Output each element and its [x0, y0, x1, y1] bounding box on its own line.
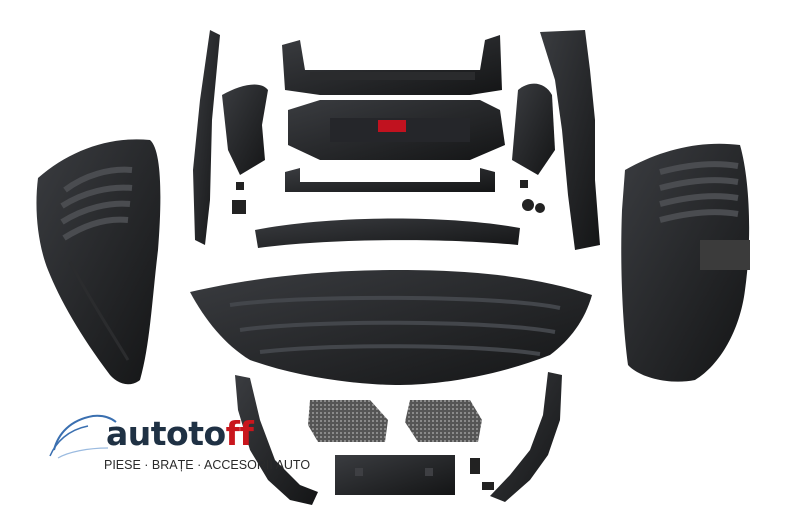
- right-headlight-bracket: [512, 83, 555, 175]
- right-wheel-arch-liner: [621, 143, 750, 382]
- right-lower-mounting-arm: [490, 372, 562, 502]
- upper-radiator-support: [282, 35, 502, 95]
- bumper-carrier-with-badge: [288, 100, 505, 160]
- car-outline-icon: [49, 414, 117, 459]
- left-grille-mesh: [308, 400, 388, 442]
- brand-tagline: PIESE · BRAȚE · ACCESORII AUTO: [104, 458, 311, 472]
- lower-crossmember: [285, 168, 495, 192]
- engine-undertray: [190, 270, 592, 385]
- right-side-rail-bracket: [540, 30, 600, 250]
- left-lower-mounting-arm: [235, 375, 318, 505]
- brand-name: autotoff: [106, 414, 254, 453]
- left-side-rail-bracket: [193, 30, 220, 245]
- badge: [378, 120, 406, 132]
- bumper-reinforcement-strip: [255, 218, 520, 248]
- small-clips-and-brackets: [232, 180, 545, 490]
- brand-logo: autotoff PIESE · BRAȚE · ACCESORII AUTO: [48, 408, 311, 478]
- left-headlight-bracket: [222, 84, 268, 175]
- left-wheel-arch-liner: [36, 139, 161, 385]
- license-plate-holder: [335, 455, 455, 495]
- right-grille-mesh: [405, 400, 482, 442]
